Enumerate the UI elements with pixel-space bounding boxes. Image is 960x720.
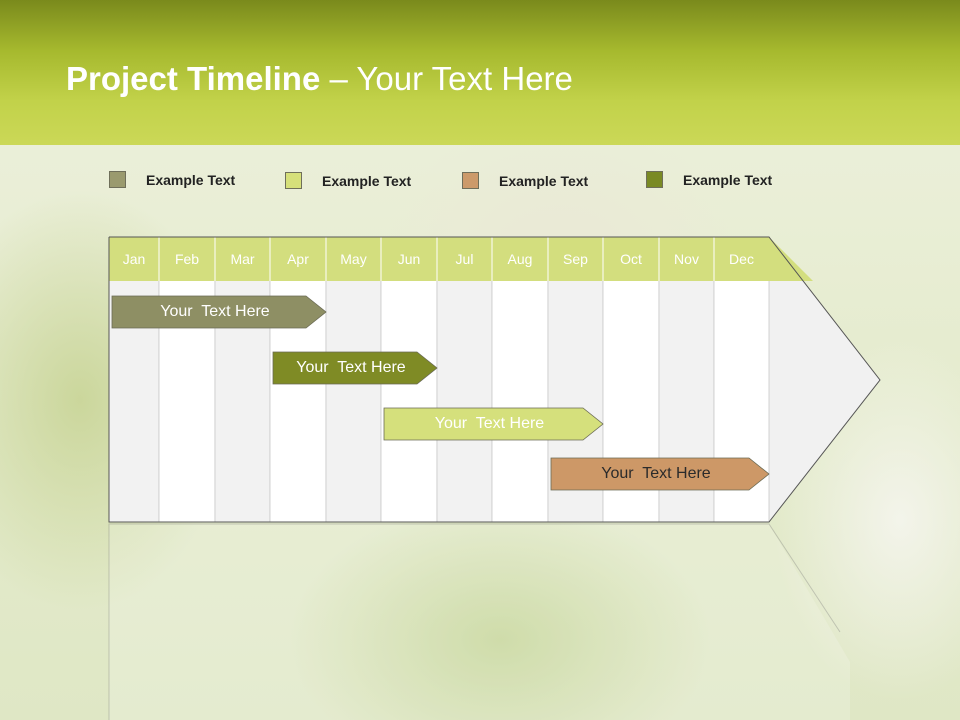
timeline-reflection (109, 524, 850, 720)
legend-swatch (109, 171, 126, 188)
month-label: Dec (729, 251, 754, 267)
month-column (158, 236, 216, 523)
legend-swatch (285, 172, 302, 189)
month-column (108, 236, 160, 523)
title-bar: Project Timeline – Your Text Here (0, 0, 960, 145)
task-bar (550, 457, 770, 491)
month-label: Sep (563, 251, 588, 267)
month-label: Oct (620, 251, 642, 267)
month-label: Jul (455, 251, 474, 267)
month-label: May (340, 251, 367, 267)
timeline-arrow-head (769, 237, 880, 522)
month-label: Mar (230, 251, 255, 267)
month-column (436, 236, 493, 523)
task-bar (383, 407, 604, 441)
legend-label: Example Text (322, 173, 412, 189)
title-bold: Project Timeline (66, 60, 321, 97)
task-label: Your Text Here (434, 415, 545, 432)
legend-swatch (462, 172, 479, 189)
task-bar (272, 351, 438, 385)
month-header-arrow-cap (769, 237, 813, 281)
month-label: Nov (674, 251, 699, 267)
task-label: Your Text Here (296, 359, 406, 376)
month-column (491, 236, 549, 523)
task-bar (111, 295, 327, 329)
legend-label: Example Text (683, 172, 773, 188)
month-label: Aug (507, 251, 533, 267)
task-label: Your Text Here (160, 303, 270, 320)
legend-label: Example Text (146, 172, 236, 188)
month-column (214, 236, 271, 523)
timeline-reflection-outline (108, 523, 841, 720)
month-label: Jan (122, 251, 146, 267)
legend-label: Example Text (499, 173, 589, 189)
month-label: Jun (397, 251, 421, 267)
page-title: Project Timeline – Your Text Here (66, 60, 573, 98)
title-rest: – Your Text Here (320, 60, 573, 97)
timeline-outline (108, 236, 881, 523)
task-label: Your Text Here (601, 465, 711, 482)
legend-swatch (646, 171, 663, 188)
month-label: Apr (287, 251, 309, 267)
month-label: Feb (174, 251, 200, 267)
